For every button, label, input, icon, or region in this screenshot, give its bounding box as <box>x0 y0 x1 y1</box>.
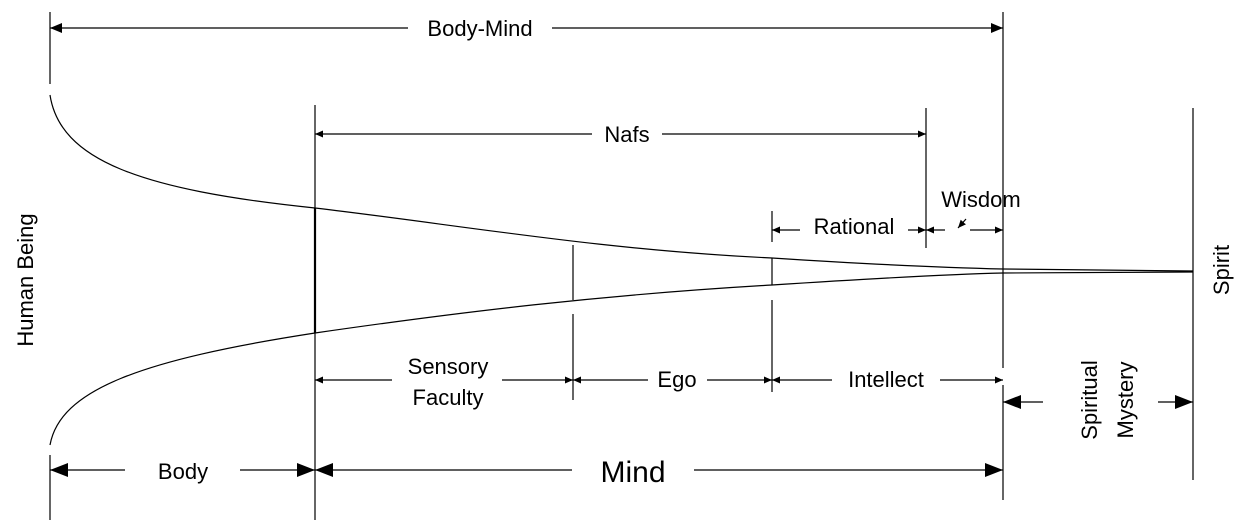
human-being-label: Human Being <box>13 213 38 346</box>
body-label: Body <box>158 459 208 484</box>
nafs-label: Nafs <box>604 122 649 147</box>
mystery-label: Mystery <box>1113 362 1138 439</box>
lower-curve <box>49 271 1194 446</box>
wisdom-label: Wisdom <box>941 187 1020 212</box>
upper-curve <box>49 94 1194 272</box>
rational-label: Rational <box>814 214 895 239</box>
wisdom-pointer <box>957 218 967 229</box>
mind-label: Mind <box>600 456 665 489</box>
sensory-label: Sensory <box>408 354 489 379</box>
body-mind-label: Body-Mind <box>427 16 532 41</box>
spiritual-label: Spiritual <box>1077 360 1102 439</box>
faculty-label: Faculty <box>413 385 484 410</box>
intellect-label: Intellect <box>848 367 924 392</box>
spirit-label: Spirit <box>1209 245 1234 295</box>
ego-label: Ego <box>657 367 696 392</box>
